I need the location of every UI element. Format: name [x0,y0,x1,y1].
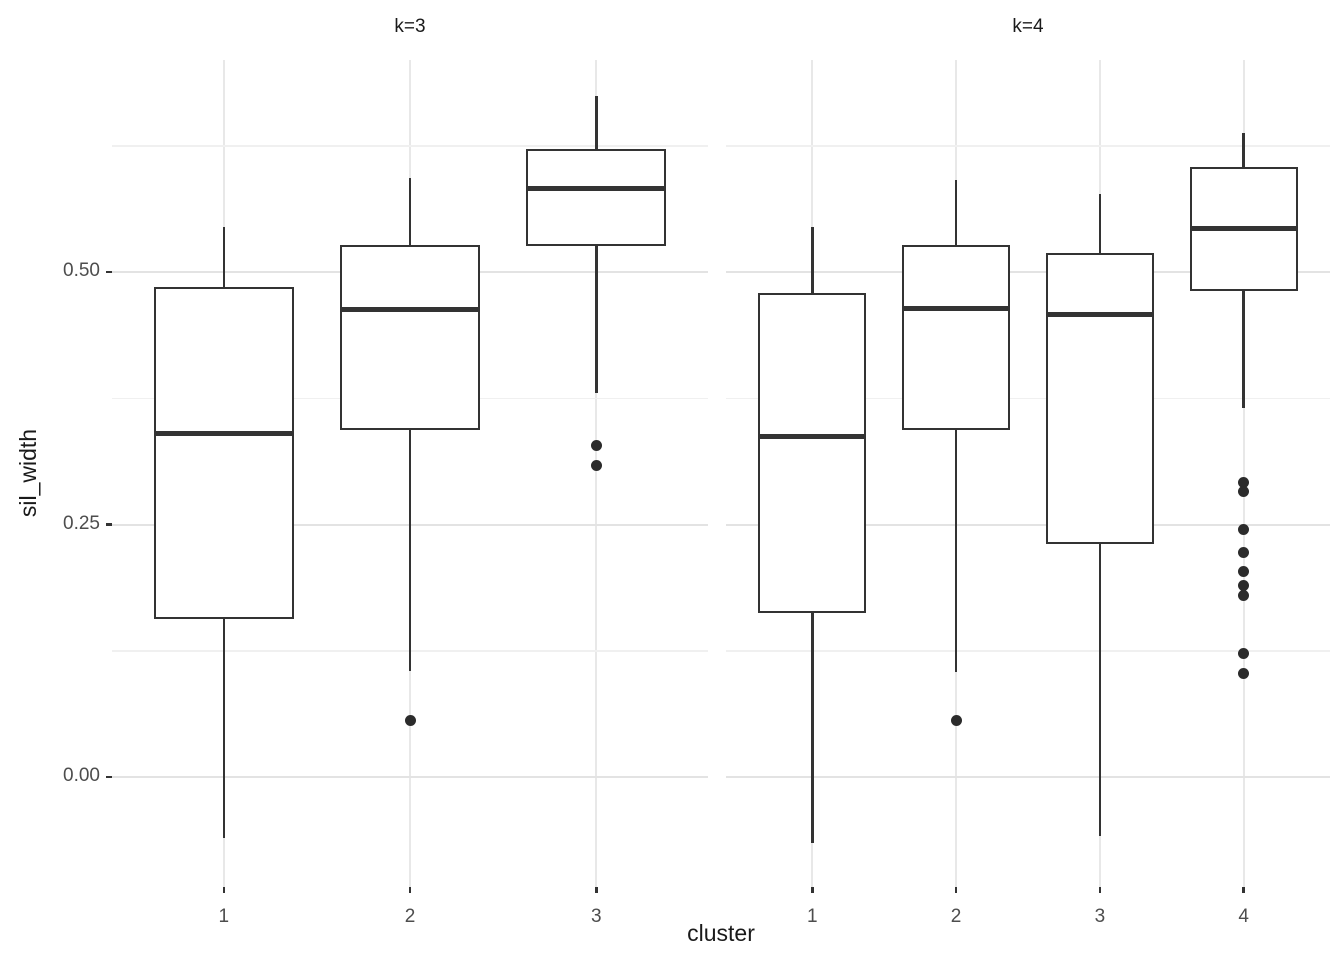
x-tick-label: 3 [1094,906,1106,927]
outlier-point [590,440,602,452]
x-axis-tick [811,887,814,893]
x-axis-tick [954,887,958,893]
outlier-point [1238,589,1250,601]
outlier-point [1238,476,1250,488]
x-axis-tick [595,887,598,893]
x-axis-tick [222,887,225,893]
y-axis-tick [106,775,112,779]
gridline-major [726,523,1330,526]
gridline-minor [112,145,708,147]
x-tick-label: 1 [806,906,818,927]
gridline-x [1242,60,1245,887]
x-axis-tick [1098,887,1102,893]
gridline-minor [726,397,1330,399]
box [153,287,294,620]
outlier-point [950,714,962,726]
outlier-point [1238,566,1250,578]
box-median [902,305,1010,311]
y-tick-label: 0.50 [63,260,100,281]
outlier-point [1238,547,1250,559]
x-tick-label: 2 [404,906,416,927]
y-tick-label: 0.00 [63,765,100,786]
gridline-major [726,271,1330,273]
box-median [758,434,867,440]
gridline-major [726,776,1330,778]
facet-title-k4: k=4 [1012,16,1044,37]
outlier-point [1238,668,1250,680]
outlier-point [1238,648,1250,660]
gridline-minor [726,650,1330,652]
box [902,244,1010,430]
box-median [1189,226,1298,232]
y-axis-tick [106,270,112,274]
gridline-minor [726,145,1330,147]
outlier-point [1238,485,1250,497]
facet-title-k3: k=3 [394,16,426,37]
box-median [153,431,294,437]
x-axis-title: cluster [687,920,755,946]
y-tick-label: 0.25 [63,512,100,534]
outlier-point [1238,524,1250,536]
outlier-point [1238,579,1250,591]
outlier-point [404,714,416,726]
x-tick-label: 2 [950,906,962,927]
box [1045,252,1154,544]
x-axis-tick [408,887,412,893]
box [340,244,480,430]
x-tick-label: 1 [218,906,230,927]
gridline-major [112,776,708,778]
y-axis-title: sil_width [15,428,41,518]
outlier-point [590,460,602,472]
x-tick-label: 3 [590,906,602,927]
box-median [1045,311,1154,317]
box-median [340,306,480,312]
x-axis-tick [1242,887,1245,893]
gridline-x [595,60,598,887]
y-axis-tick [106,523,112,526]
box-median [526,185,667,191]
box [758,293,867,614]
x-tick-label: 4 [1238,906,1249,927]
box [526,148,667,246]
